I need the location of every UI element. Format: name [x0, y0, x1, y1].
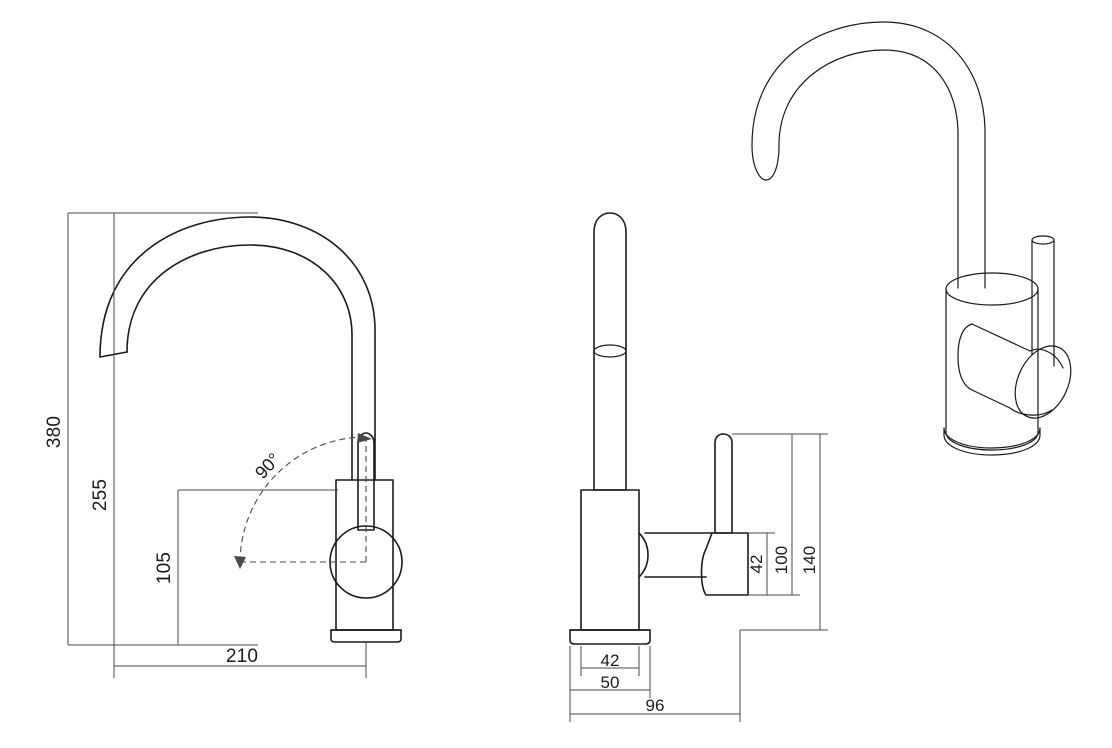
- angle-label-90: 90°: [251, 449, 284, 483]
- handle-hub: [700, 532, 749, 596]
- body-barrel-front: [580, 489, 649, 631]
- dimension-label-105: 105: [154, 552, 175, 584]
- dimension-label-42-horizontal: 42: [601, 651, 620, 670]
- dimension-140-vertical: [740, 433, 828, 631]
- dimension-96-horizontal: [569, 630, 741, 722]
- iso-base-flange: [943, 427, 1041, 456]
- iso-handle-lever: [1031, 235, 1055, 367]
- base-flange: [330, 629, 402, 643]
- iso-body: [945, 272, 1039, 451]
- base-flange-front: [569, 629, 651, 645]
- dimension-100-vertical: [732, 433, 800, 596]
- dimension-label-42-vertical: 42: [747, 555, 766, 574]
- dimension-42-horizontal: [580, 646, 640, 676]
- dimension-label-255: 255: [90, 479, 111, 511]
- swivel-angle-indicator: [234, 433, 372, 569]
- dimension-label-380: 380: [44, 416, 65, 448]
- spout-front-tube: [593, 212, 627, 491]
- dimension-label-140-vertical: 140: [800, 546, 819, 574]
- spout-riser: [351, 434, 376, 481]
- iso-handle-hub: [957, 323, 1072, 419]
- dimension-380: [67, 212, 258, 646]
- spout-outline: [99, 216, 376, 436]
- dimension-label-100-vertical: 100: [772, 546, 791, 574]
- faucet-body: [335, 479, 394, 631]
- dimension-label-210: 210: [226, 646, 258, 667]
- iso-spout: [751, 21, 986, 289]
- view-front-elevation: 42 100 140 42: [569, 212, 828, 722]
- view-isometric: [751, 21, 1072, 456]
- dimension-50-horizontal: [569, 646, 651, 698]
- dimension-label-50-horizontal: 50: [601, 673, 620, 692]
- view-side-elevation: 90° 380 255 105: [44, 212, 403, 678]
- dimension-105: [177, 489, 338, 645]
- dimension-210: [113, 357, 367, 678]
- handle-neck: [644, 532, 713, 578]
- handle-lever-rod: [714, 433, 733, 534]
- dimension-label-96-horizontal: 96: [646, 696, 665, 715]
